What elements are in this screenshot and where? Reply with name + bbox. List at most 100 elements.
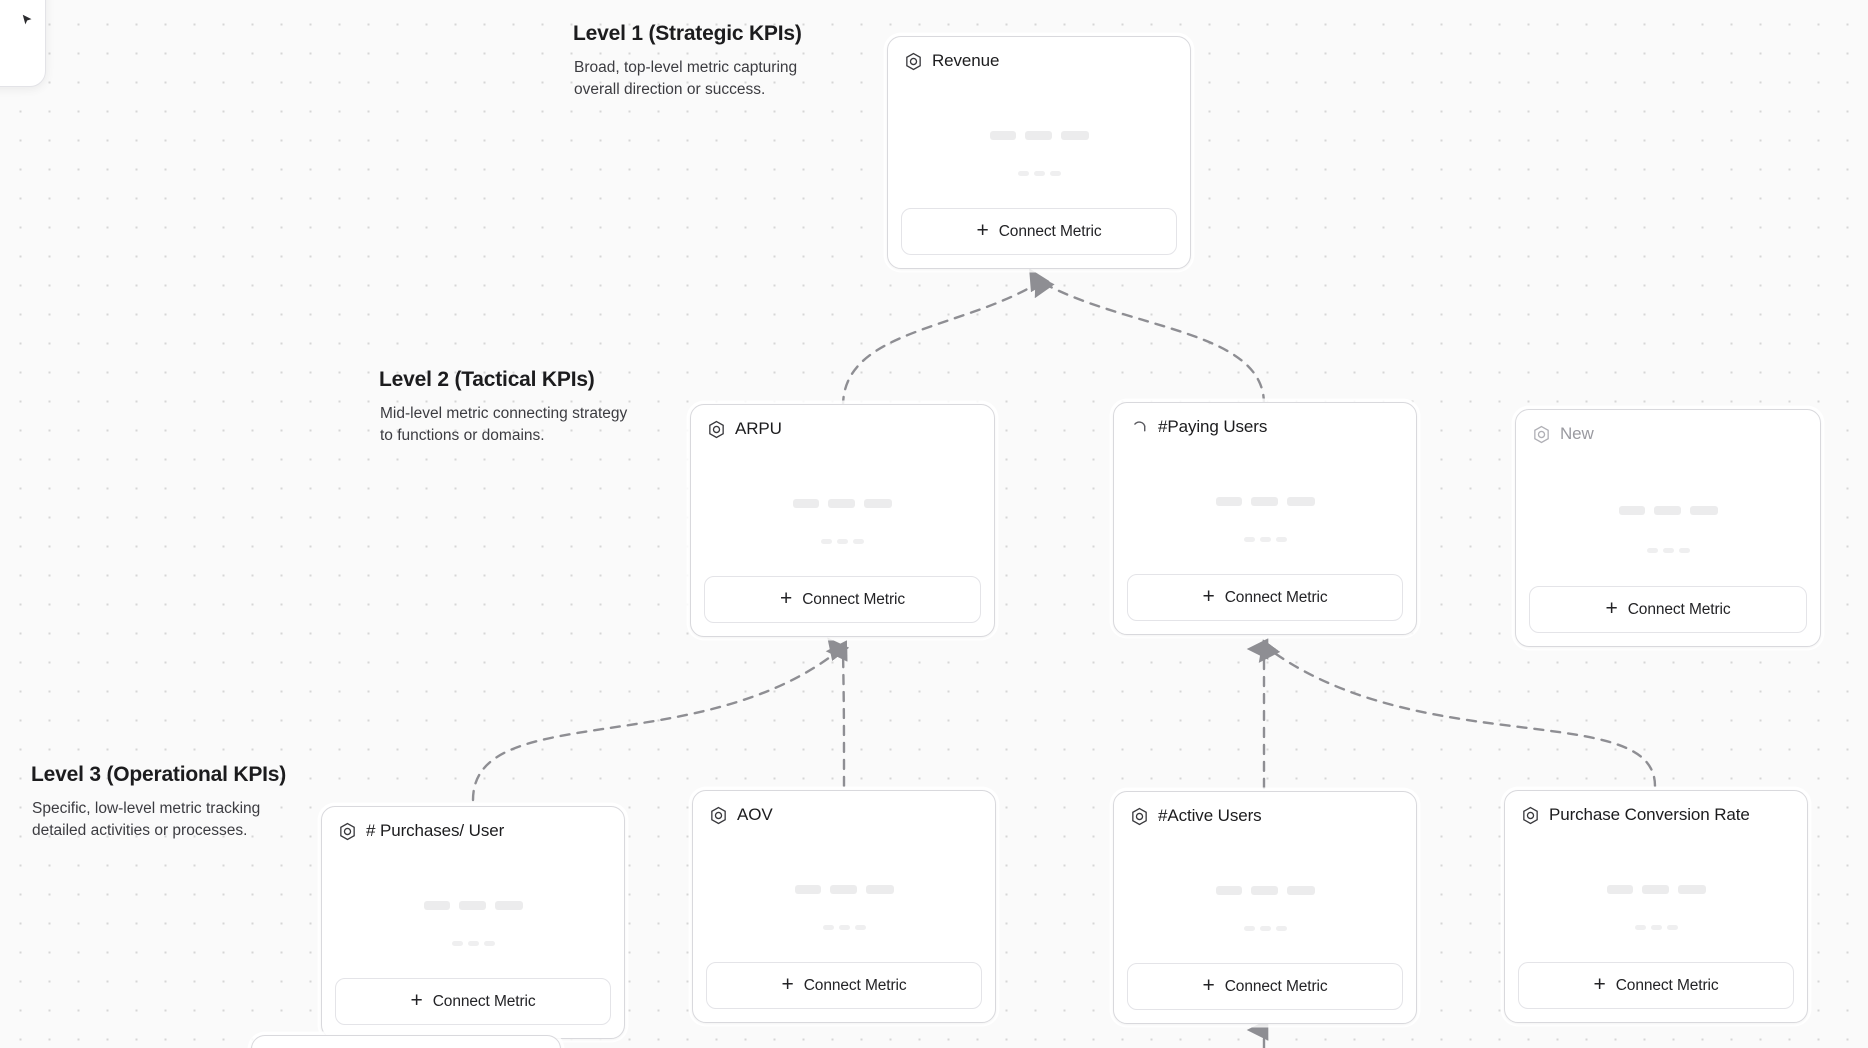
skeleton-row-secondary <box>1114 926 1416 931</box>
level-2-title: Level 2 (Tactical KPIs) <box>379 368 595 391</box>
card-header: #Paying Users <box>1114 403 1416 437</box>
connect-metric-button[interactable]: + Connect Metric <box>1518 962 1794 1009</box>
level-3-description: Specific, low-level metric tracking deta… <box>32 800 261 839</box>
skeleton-bar <box>1653 506 1681 516</box>
card-skeleton-body <box>1516 444 1820 586</box>
floating-toolbar-panel[interactable] <box>0 0 46 87</box>
metric-card-revenue[interactable]: Revenue + Connect Metric <box>887 36 1191 269</box>
skeleton-row-secondary <box>888 171 1190 176</box>
cursor-icon <box>22 14 32 25</box>
plus-icon: + <box>1605 597 1618 620</box>
skeleton-bar <box>1677 885 1706 895</box>
card-skeleton-body <box>691 439 994 576</box>
skeleton-bar <box>1049 171 1061 176</box>
skeleton-bar <box>1017 171 1029 176</box>
skeleton-bar <box>794 885 821 895</box>
connect-metric-label: Connect Metric <box>998 222 1102 240</box>
skeleton-bar <box>458 901 486 911</box>
skeleton-bar <box>1650 925 1662 930</box>
plus-icon: + <box>779 587 793 610</box>
card-header: #Active Users <box>1114 792 1416 826</box>
metric-card-active-users[interactable]: #Active Users + Connect Metric <box>1113 791 1417 1024</box>
skeleton-bar <box>828 499 855 509</box>
plus-icon: + <box>976 219 989 242</box>
skeleton-bar <box>1641 885 1669 895</box>
connect-metric-label: Connect Metric <box>1615 976 1719 994</box>
metric-card-arpu[interactable]: ARPU + Connect Metric <box>690 404 995 637</box>
metric-card-offscreen-bottom[interactable] <box>251 1035 561 1048</box>
skeleton-row-primary <box>1516 506 1820 516</box>
edge-aov-arpu <box>825 640 848 788</box>
level-3-label: Level 3 (Operational KPIs) Specific, low… <box>31 763 286 842</box>
metric-card-paying-users[interactable]: #Paying Users + Connect Metric <box>1113 402 1417 635</box>
skeleton-bar <box>1689 506 1718 516</box>
plus-icon: + <box>781 973 794 996</box>
connect-metric-button[interactable]: + Connect Metric <box>1127 574 1403 621</box>
connect-metric-button[interactable]: + Connect Metric <box>704 576 981 623</box>
skeleton-bar <box>1259 926 1271 931</box>
metric-card-new[interactable]: New + Connect Metric <box>1515 409 1821 647</box>
skeleton-bar <box>1215 886 1242 896</box>
skeleton-bar <box>483 941 495 946</box>
edge-conversion-paying <box>1258 639 1657 788</box>
level-3-title: Level 3 (Operational KPIs) <box>31 763 287 786</box>
connect-metric-button[interactable]: + Connect Metric <box>706 962 982 1009</box>
card-header: AOV <box>693 791 995 825</box>
level-1-label: Level 1 (Strategic KPIs) Broad, top-leve… <box>573 22 826 101</box>
skeleton-bar <box>829 885 857 895</box>
skeleton-bar <box>451 941 463 946</box>
skeleton-bar <box>1215 497 1242 507</box>
metric-card-purchase-conversion-rate[interactable]: Purchase Conversion Rate + Connect Metri… <box>1504 790 1808 1023</box>
connect-metric-button[interactable]: + Connect Metric <box>1529 586 1807 633</box>
skeleton-row-primary <box>888 131 1190 141</box>
skeleton-bar <box>989 131 1016 141</box>
card-header: # Purchases/ User <box>322 807 624 841</box>
skeleton-bar <box>1618 506 1645 516</box>
metric-card-purchases-per-user[interactable]: # Purchases/ User + Connect Metric <box>321 806 625 1039</box>
skeleton-row-primary <box>1114 886 1416 896</box>
hexagon-target-icon <box>1132 807 1147 825</box>
skeleton-bar <box>865 885 894 895</box>
card-header: Revenue <box>888 37 1190 71</box>
hexagon-target-icon <box>906 52 921 70</box>
skeleton-bar <box>1243 537 1255 542</box>
skeleton-row-secondary <box>1516 547 1820 553</box>
skeleton-bar <box>1666 925 1678 930</box>
connect-metric-button[interactable]: + Connect Metric <box>335 978 611 1025</box>
connect-metric-label: Connect Metric <box>432 992 536 1010</box>
skeleton-bar <box>494 901 523 911</box>
skeleton-bar <box>1606 885 1633 895</box>
card-title: AOV <box>737 805 773 824</box>
hexagon-target-icon <box>1523 806 1538 824</box>
connect-metric-label: Connect Metric <box>803 976 907 994</box>
card-title: #Active Users <box>1158 806 1262 825</box>
skeleton-bar <box>1634 925 1646 930</box>
level-1-description: Broad, top-level metric capturing overal… <box>574 59 798 98</box>
level-2-label: Level 2 (Tactical KPIs) Mid-level metric… <box>379 368 632 447</box>
skeleton-bar <box>1286 886 1315 896</box>
skeleton-bar <box>1275 537 1287 542</box>
skeleton-bar <box>838 925 850 930</box>
connect-metric-button[interactable]: + Connect Metric <box>1127 963 1403 1010</box>
card-header: New <box>1516 410 1820 444</box>
card-skeleton-body <box>1114 826 1416 963</box>
card-skeleton-body <box>1114 437 1416 574</box>
metric-card-aov[interactable]: AOV + Connect Metric <box>692 790 996 1023</box>
card-skeleton-body <box>322 841 624 978</box>
hexagon-target-icon <box>711 806 726 824</box>
card-title: # Purchases/ User <box>366 821 505 840</box>
skeleton-bar <box>1662 547 1674 553</box>
skeleton-bar <box>1060 131 1089 141</box>
edge-arpu-revenue <box>841 268 1050 408</box>
skeleton-row-primary <box>691 499 994 509</box>
connect-metric-button[interactable]: + Connect Metric <box>901 208 1177 255</box>
hexagon-target-icon <box>340 822 355 840</box>
skeleton-bar <box>793 499 819 509</box>
skeleton-row-secondary <box>691 539 994 544</box>
skeleton-bar <box>1250 497 1278 507</box>
connect-metric-label: Connect Metric <box>1224 588 1328 606</box>
connect-metric-label: Connect Metric <box>1627 600 1731 618</box>
level-2-description: Mid-level metric connecting strategy to … <box>380 405 628 444</box>
connect-metric-label: Connect Metric <box>1224 977 1328 995</box>
